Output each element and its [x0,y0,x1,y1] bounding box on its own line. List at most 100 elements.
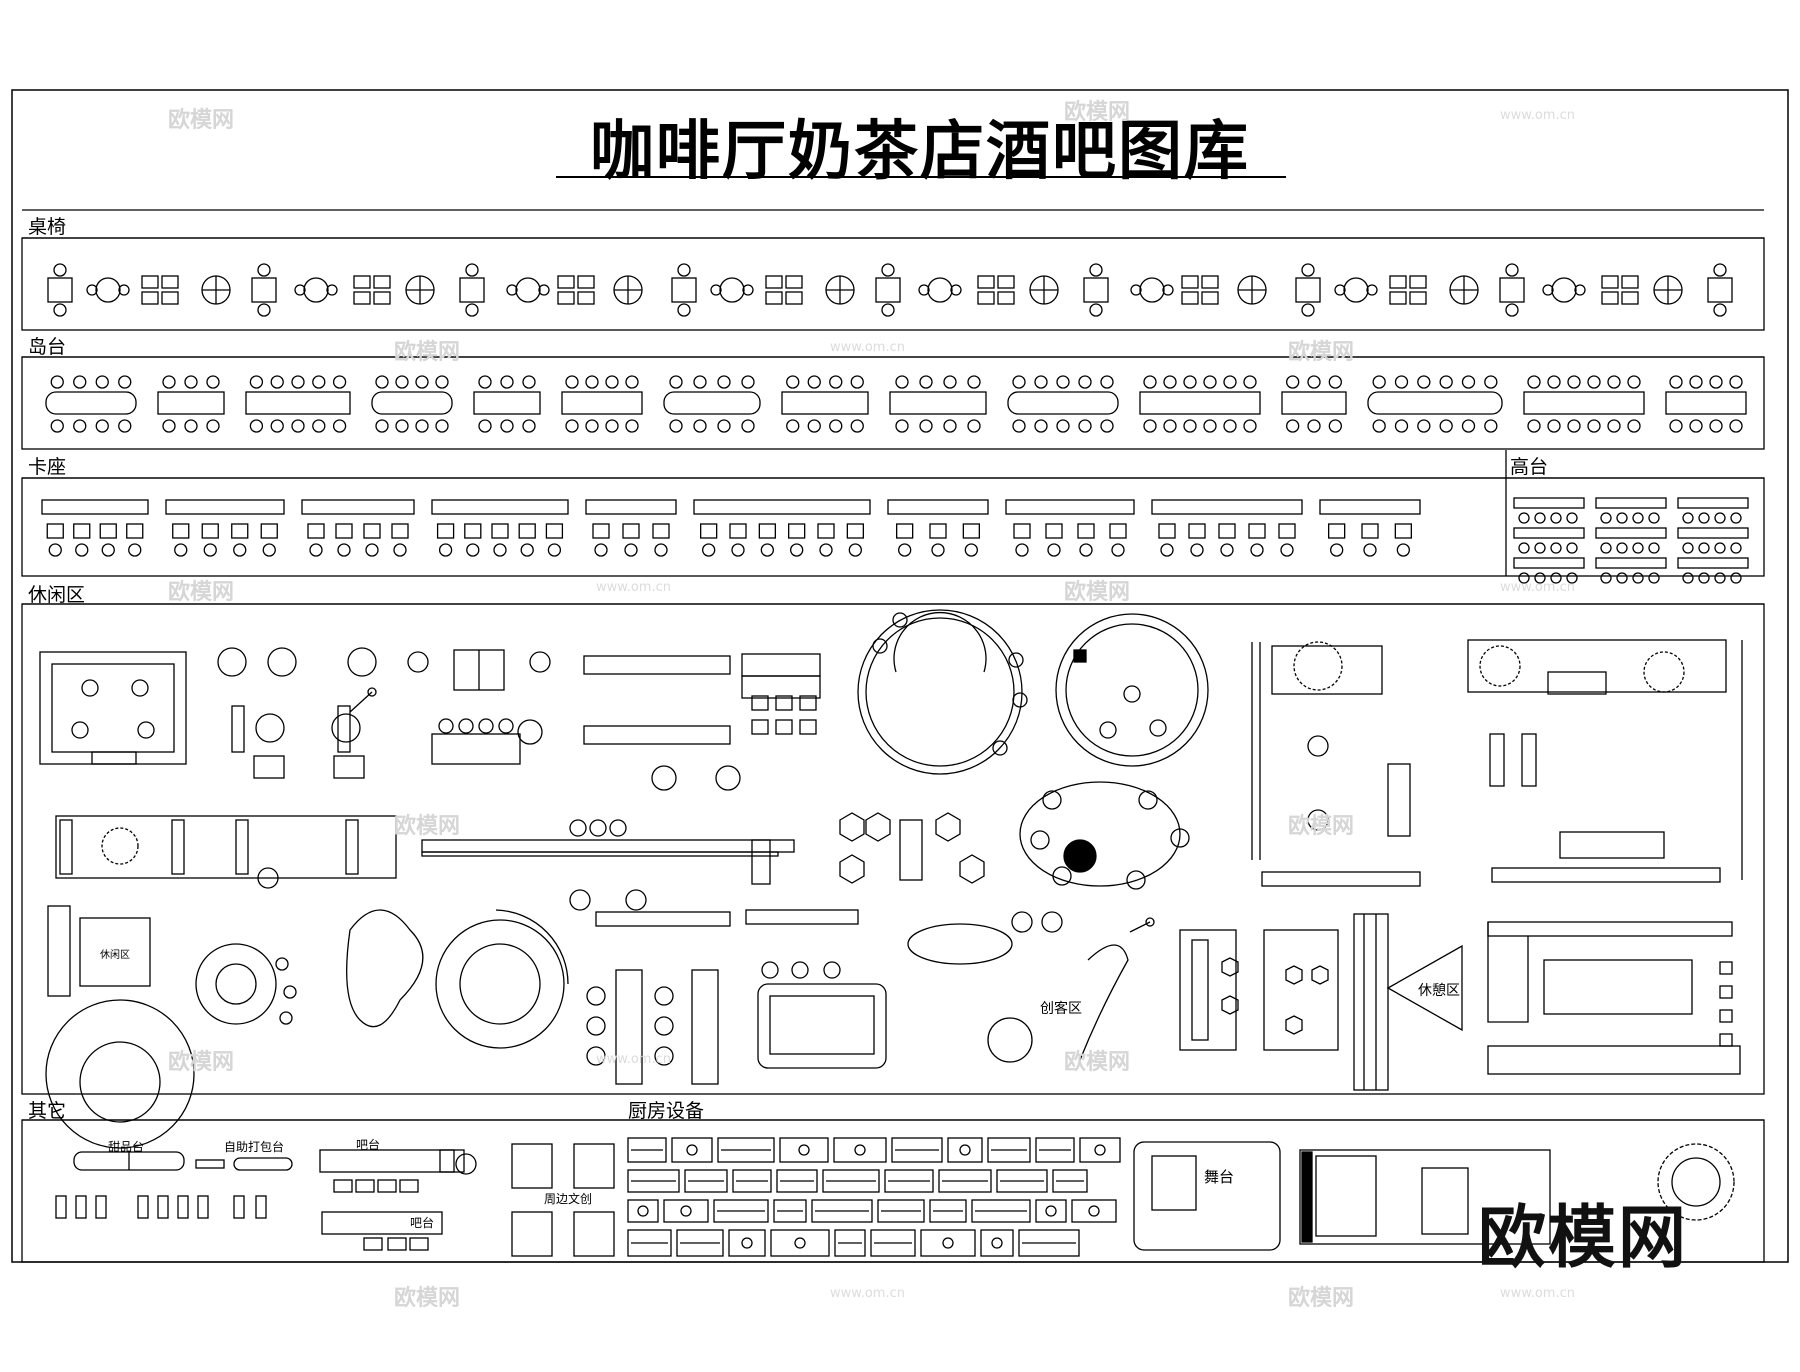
booth-symbol [585,499,677,557]
booth-symbol [693,499,871,557]
kitchen-appliance-symbol [833,1137,887,1163]
kitchen-appliance-symbol [663,1199,709,1223]
watermark-url: www.om.cn [830,340,905,355]
kitchen-appliance-symbol [980,1229,1014,1257]
kitchen-appliance-symbol [1018,1229,1080,1257]
table-chair-symbol [86,277,130,303]
table-chair-symbol [875,263,901,317]
kitchen-appliance-symbol [627,1169,680,1193]
kitchen-appliance-symbol [811,1199,873,1223]
leisure-block-3 [407,649,551,765]
kitchen-appliance-symbol [987,1137,1031,1163]
table-chair-symbol [294,277,338,303]
table-chair-symbol [1295,263,1321,317]
kitchen-appliance-symbol [684,1169,728,1193]
booth-symbol [1319,499,1421,557]
table-chair-symbol [1389,275,1427,305]
watermark: 欧模网 [1064,580,1131,605]
furniture-row-tables [47,263,1733,317]
watermark-url: www.om.cn [830,1286,905,1301]
label-bar-counter: 吧台 [356,1138,381,1152]
booth-symbol [301,499,415,557]
other-self-pack [195,1157,293,1171]
table-chair-symbol [671,263,697,317]
leisure-block-curved-bar [346,909,569,1049]
island-table-symbol [1007,375,1119,433]
table-chair-symbol [613,275,643,305]
kitchen-appliance-symbol [1035,1199,1067,1223]
table-chair-symbol [765,275,803,305]
kitchen-appliance-symbol [870,1229,916,1257]
brand-logo: 欧模网 [1478,1198,1689,1278]
leisure-block-1 [39,651,187,765]
section-frame-tables [21,237,1765,331]
table-chair-symbol [506,277,550,303]
table-chair-symbol [1499,263,1525,317]
label-self-pack: 自助打包台 [224,1140,285,1154]
leisure-block-plan-2 [1467,639,1743,883]
high-table-symbol [1513,557,1585,584]
table-chair-symbol [977,275,1015,305]
other-round-lounge [1657,1143,1735,1221]
kitchen-appliance-symbol [776,1169,818,1193]
table-chair-symbol [47,263,73,317]
island-table-symbol [663,375,761,433]
high-table-symbol [1595,557,1667,584]
leisure-block-booth-lounge [45,905,297,1149]
watermark-url: www.om.cn [1500,1286,1575,1301]
section-label-leisure: 休闲区 [28,584,86,606]
table-chair-symbol [1334,277,1378,303]
furniture-row-booth [41,497,1749,584]
kitchen-appliance-symbol [929,1199,967,1223]
furniture-row-island [45,375,1747,433]
kitchen-appliance-symbol [891,1137,943,1163]
island-table-symbol [371,375,453,433]
booth-symbol [1151,499,1303,557]
watermark: 欧模网 [168,1050,235,1075]
high-table-symbol [1677,497,1749,524]
section-frame-booth [21,477,1765,577]
high-table-symbol [1513,497,1585,524]
leisure-block-oval [1019,781,1190,890]
label-rest-area: 休憩区 [1418,983,1460,999]
watermark: 欧模网 [394,814,461,839]
kitchen-appliance-symbol [627,1137,667,1163]
other-bar-counter [319,1149,477,1251]
high-table-symbol [1595,497,1667,524]
table-chair-symbol [1130,277,1174,303]
section-label-booth: 卡座 [28,456,67,478]
section-label-island: 岛台 [28,336,67,358]
island-table-symbol [473,375,541,433]
table-chair-symbol [201,275,231,305]
booth-symbol [431,499,569,557]
booth-symbol [165,499,285,557]
high-table-symbol [1595,527,1667,554]
kitchen-appliance-symbol [947,1137,983,1163]
section-label-kitchen: 厨房设备 [628,1100,705,1122]
watermark: 欧模网 [1288,1286,1355,1311]
leisure-block-round-bar [857,609,1028,775]
kitchen-appliance-symbol [773,1199,807,1223]
watermark: 欧模网 [1288,814,1355,839]
booth-symbol [1005,499,1135,557]
kitchen-appliance-symbol [938,1169,992,1193]
section-frame-island [21,356,1765,450]
island-table-symbol [561,375,643,433]
leisure-block-plan-1 [1251,641,1421,887]
leisure-block-corridor [55,815,397,889]
watermark: 欧模网 [394,1286,461,1311]
table-chair-symbol [405,275,435,305]
leisure-block-long-bar [421,765,795,911]
table-chair-symbol [1653,275,1683,305]
kitchen-appliance-symbol [834,1229,866,1257]
table-chair-symbol [251,263,277,317]
section-frame-leisure [21,603,1765,1095]
other-dessert-bar [55,1151,267,1219]
island-table-symbol [1139,375,1261,433]
table-chair-symbol [141,275,179,305]
leisure-block-sofa-sets [1179,929,1339,1051]
table-chair-symbol [353,275,391,305]
watermark-url: www.om.cn [1500,108,1575,123]
kitchen-appliance-symbol [822,1169,880,1193]
